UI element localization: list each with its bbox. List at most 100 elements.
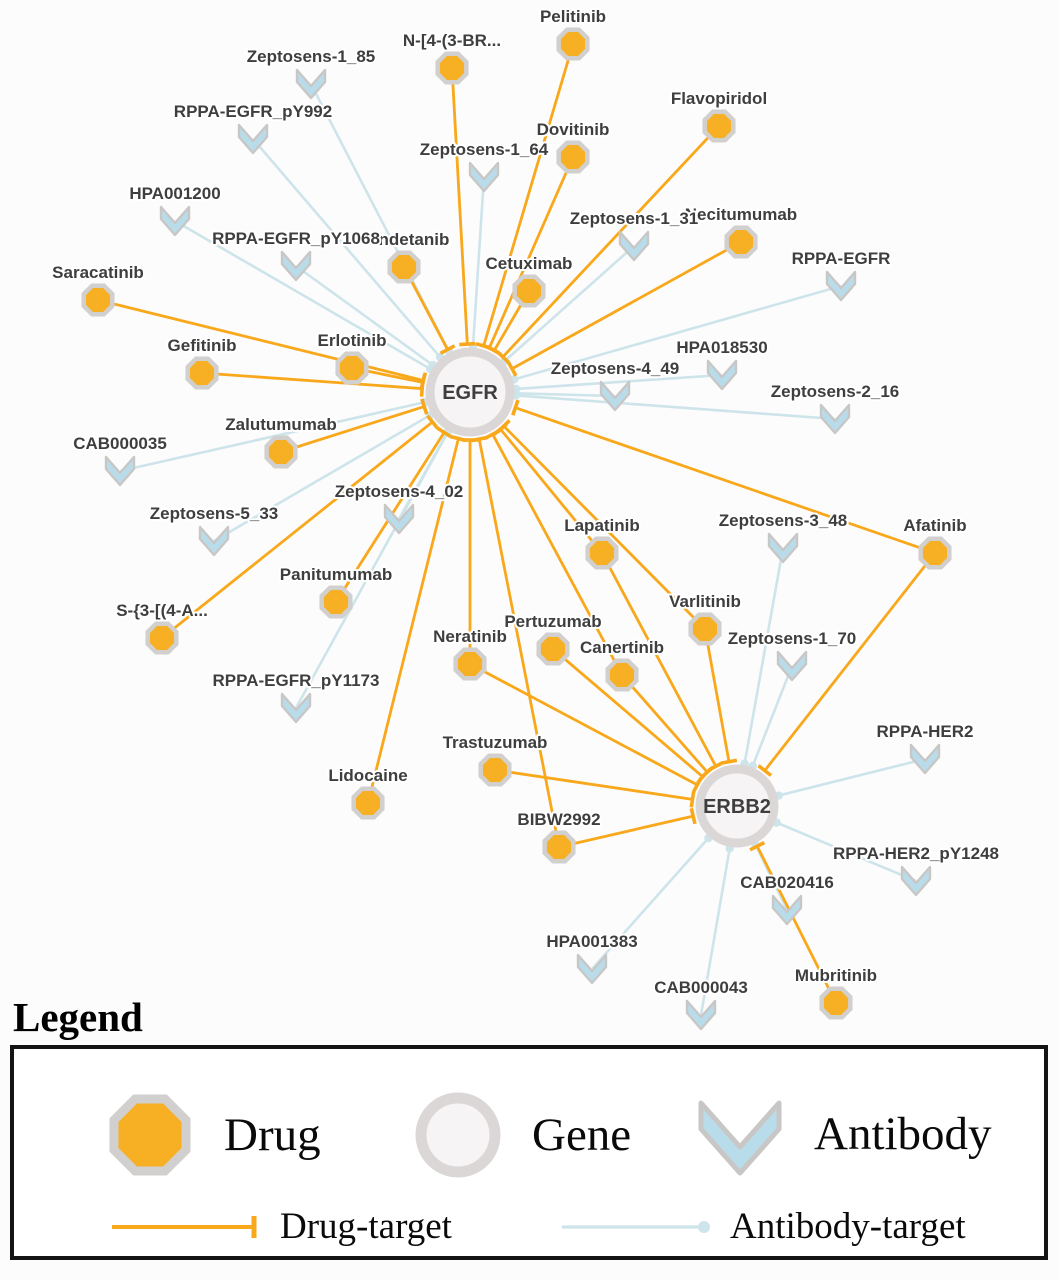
- drug-node-gefitinib[interactable]: [185, 356, 219, 390]
- node-label-rppa-egfr: RPPA-EGFR: [792, 249, 891, 268]
- drug-edge-tick: [419, 374, 427, 391]
- drug-node-cetuximab[interactable]: [512, 274, 546, 308]
- antibody-node-zeptosens-1-85[interactable]: [295, 68, 327, 100]
- antibody-node-zeptosens-1-70[interactable]: [776, 650, 808, 682]
- drug-node-trastuzumab[interactable]: [478, 753, 512, 787]
- drug-node-flavopiridol[interactable]: [702, 109, 736, 143]
- antibody-target-edge: [213, 414, 431, 543]
- antibody-node-zeptosens-1-31[interactable]: [618, 230, 650, 262]
- legend-title: Legend: [13, 994, 143, 1040]
- drug-node-bibw2992[interactable]: [542, 830, 576, 864]
- antibody-target-line-icon: [562, 1220, 710, 1233]
- drug-edge-tick: [426, 414, 439, 430]
- drug-node-s-3-4-a[interactable]: [145, 621, 179, 655]
- drug-target-edge: [201, 371, 423, 391]
- antibody-node-rppa-her2[interactable]: [909, 743, 941, 775]
- antibody-target-edge: [515, 391, 616, 398]
- drug-node-neratinib[interactable]: [453, 647, 487, 681]
- legend-label-antibody-target: Antibody-target: [730, 1206, 966, 1247]
- antibody-chevron-shape: [698, 1100, 782, 1176]
- drug-edge-tick: [689, 807, 697, 825]
- antibody-node-rppa-egfr-py1173[interactable]: [280, 692, 312, 724]
- antibody-node-zeptosens-4-49[interactable]: [599, 380, 631, 412]
- drug-node-lapatinib[interactable]: [585, 536, 619, 570]
- node-label-rppa-egfr-py1173: RPPA-EGFR_pY1173: [213, 671, 380, 690]
- antibody-node-rppa-her2-py1248[interactable]: [900, 865, 932, 897]
- drug-node-lidocaine[interactable]: [351, 786, 385, 820]
- antibody-target-edge: [743, 547, 785, 764]
- antibody-target-edge: [471, 176, 486, 347]
- node-labels: EGFRERBB2PelitinibN-[4-(3-BR...Dovitinib…: [50, 5, 1001, 999]
- drug-target-edge: [482, 43, 575, 347]
- drug-node-afatinib[interactable]: [918, 536, 952, 570]
- drug-target-edge: [501, 125, 721, 358]
- drug-node-dovitinib[interactable]: [556, 140, 590, 174]
- drug-node-pelitinib[interactable]: [556, 27, 590, 61]
- drug-node-mubritinib[interactable]: [819, 986, 853, 1020]
- node-label-s-3-4-a: S-{3-[(4-A...: [116, 601, 208, 620]
- antibody-node-zeptosens-4-02[interactable]: [383, 503, 415, 535]
- antibody-target-edge: [174, 219, 431, 371]
- antibody-node-zeptosens-3-48[interactable]: [767, 532, 799, 564]
- antibody-node-rppa-egfr-py1068[interactable]: [280, 250, 312, 282]
- antibody-node-zeptosens-2-16[interactable]: [819, 403, 851, 435]
- gene-circle-icon: [415, 1092, 501, 1178]
- antibody-node-hpa001200[interactable]: [159, 205, 191, 237]
- drug-node-n-4-3-br[interactable]: [435, 51, 469, 85]
- drug-target-edge: [620, 674, 709, 774]
- drug-node-necitumumab[interactable]: [724, 225, 758, 259]
- drug-edge-tick: [439, 344, 456, 355]
- gene-node-erbb2[interactable]: [695, 764, 779, 848]
- antibody-node-zeptosens-5-33[interactable]: [198, 525, 230, 557]
- node-label-panitumumab: Panitumumab: [280, 565, 392, 584]
- legend-label-antibody: Antibody: [814, 1108, 992, 1160]
- antibody-node-rppa-egfr-py992[interactable]: [237, 123, 269, 155]
- drug-edge-tick: [471, 435, 488, 443]
- drug-edge-tick: [486, 344, 503, 357]
- node-label-dovitinib: Dovitinib: [537, 120, 610, 139]
- drug-target-edge: [558, 814, 694, 849]
- antibody-node-hpa001383[interactable]: [576, 953, 608, 985]
- drug-edges: [97, 43, 937, 1004]
- node-label-hpa018530: HPA018530: [676, 338, 767, 357]
- antibody-node-cab000043[interactable]: [685, 999, 717, 1031]
- antibody-target-edge: [513, 284, 842, 381]
- drug-target-edge: [161, 420, 434, 640]
- drug-target-edge: [491, 433, 624, 676]
- drug-target-edge: [552, 647, 704, 778]
- node-label-canertinib: Canertinib: [580, 638, 664, 657]
- node-label-cab000043: CAB000043: [654, 978, 748, 997]
- drug-edge-tick: [511, 399, 520, 416]
- drug-node-pertuzumab[interactable]: [536, 632, 570, 666]
- antibody-node-cab000035[interactable]: [104, 455, 136, 487]
- drug-target-edge: [511, 240, 742, 370]
- gene-node-egfr[interactable]: [425, 347, 515, 437]
- node-label-zeptosens-4-49: Zeptosens-4_49: [551, 359, 680, 378]
- drug-node-erlotinib[interactable]: [335, 351, 369, 385]
- drug-node-saracatinib[interactable]: [81, 283, 115, 317]
- drug-edge-tick: [436, 426, 452, 439]
- node-label-neratinib: Neratinib: [433, 627, 507, 646]
- drug-octagon-shape: [109, 1094, 191, 1176]
- antibody-target-edge: [751, 665, 794, 767]
- drug-target-edge: [755, 845, 838, 1004]
- drug-target-line-icon: [112, 1215, 257, 1238]
- drug-node-panitumumab[interactable]: [319, 585, 353, 619]
- node-label-cab020416: CAB020416: [740, 873, 834, 892]
- node-label-afatinib: Afatinib: [903, 516, 966, 535]
- antibody-node-zeptosens-1-64[interactable]: [468, 161, 500, 193]
- drug-node-varlitinib[interactable]: [688, 612, 722, 646]
- node-label-hpa001383: HPA001383: [546, 932, 637, 951]
- drug-node-zalutumumab[interactable]: [264, 435, 298, 469]
- drug-target-edge: [469, 662, 698, 787]
- node-label-vandetanib: Vandetanib: [359, 230, 450, 249]
- antibody-node-rppa-egfr[interactable]: [825, 270, 857, 302]
- drug-target-edge: [600, 552, 718, 767]
- antibody-chevron-icon: [698, 1100, 782, 1176]
- drug-node-vandetanib[interactable]: [387, 250, 421, 284]
- antibody-node-cab020416[interactable]: [771, 894, 803, 926]
- antibody-node-hpa018530[interactable]: [706, 359, 738, 391]
- drug-node-canertinib[interactable]: [605, 658, 639, 692]
- node-label-pelitinib: Pelitinib: [540, 7, 606, 26]
